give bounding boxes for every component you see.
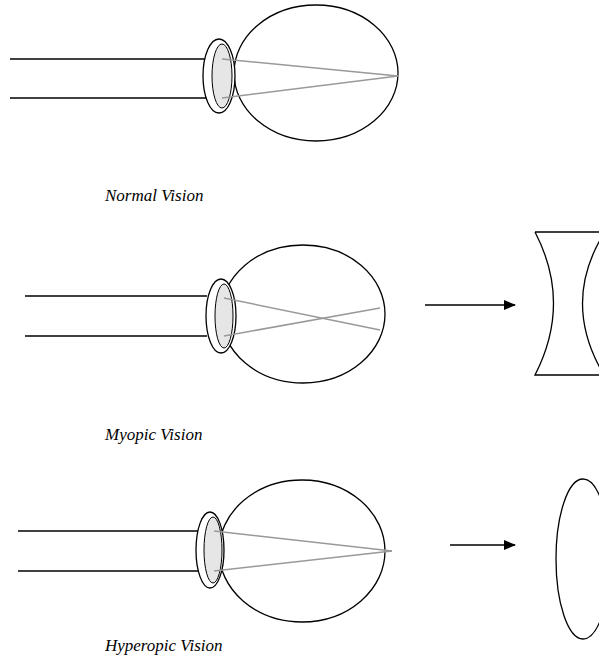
vision-caption: Hyperopic Vision	[105, 636, 223, 656]
vision-caption: Myopic Vision	[105, 425, 202, 445]
myopic-eye	[25, 232, 599, 383]
hyperopic-eye	[18, 479, 599, 639]
normal-eye	[10, 5, 398, 141]
vision-caption: Normal Vision	[105, 186, 203, 206]
